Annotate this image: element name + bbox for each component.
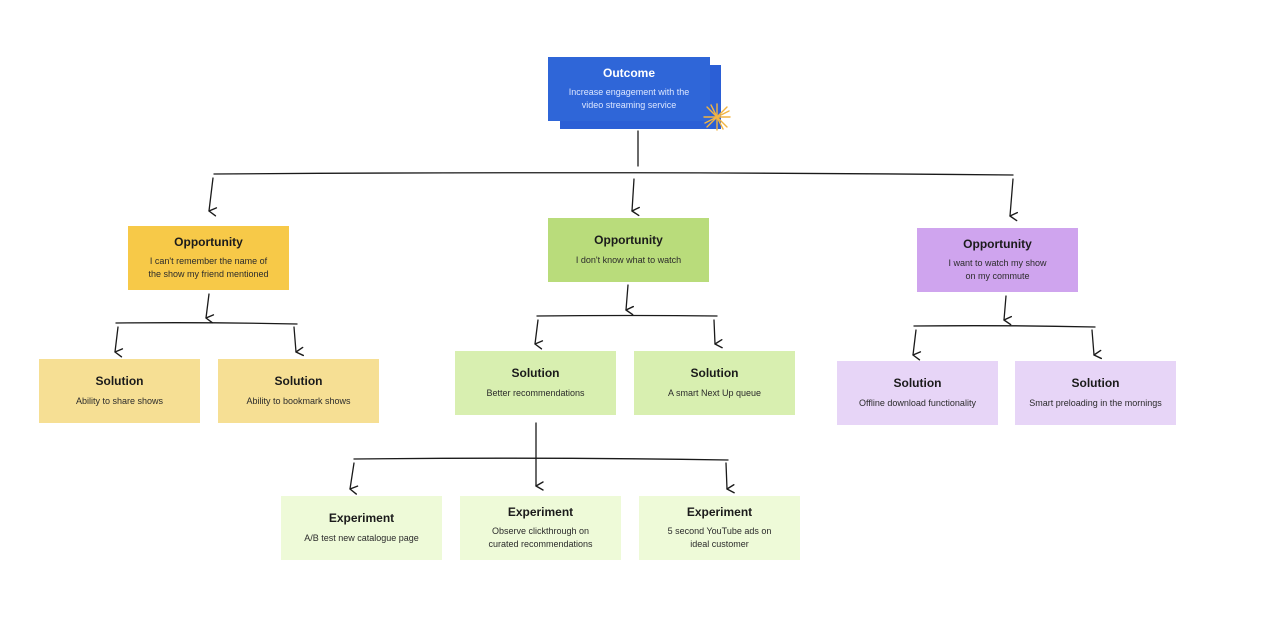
connector-opportunity-1-bar bbox=[115, 322, 298, 325]
arrow-opportunity-1-trunk bbox=[205, 293, 215, 324]
outcome-title: Outcome bbox=[602, 65, 655, 80]
connector-outcome-bar bbox=[213, 172, 1014, 176]
outcome-description: Increase engagement with the video strea… bbox=[569, 86, 690, 112]
experiment-2-description-line-2: curated recommendations bbox=[488, 539, 593, 550]
arrow-to-opportunity-2 bbox=[631, 178, 640, 217]
connector-opportunity-2-bar bbox=[536, 314, 718, 317]
experiment-2-title: Experiment bbox=[507, 504, 574, 519]
solution-1-description: Ability to share shows bbox=[75, 395, 164, 406]
experiment-card-1[interactable]: Experiment A/B test new catalogue page bbox=[281, 496, 442, 560]
opportunity-2-description: I don't know what to watch bbox=[575, 254, 682, 265]
outcome-card[interactable]: Outcome Increase engagement with the vid… bbox=[548, 57, 710, 121]
arrow-to-opportunity-3 bbox=[1009, 178, 1019, 222]
solution-5-title: Solution bbox=[893, 376, 942, 391]
outcome-description-line-2: video streaming service bbox=[581, 100, 677, 111]
solution-card-3[interactable]: Solution Better recommendations bbox=[455, 351, 616, 415]
opportunity-card-2[interactable]: Opportunity I don't know what to watch bbox=[548, 218, 709, 282]
experiment-2-description-line-1: Observe clickthrough on bbox=[491, 526, 590, 537]
arrow-to-opportunity-1 bbox=[208, 177, 218, 217]
solution-1-title: Solution bbox=[95, 374, 144, 389]
experiment-card-3[interactable]: Experiment 5 second YouTube ads on ideal… bbox=[639, 496, 800, 560]
solution-4-description: A smart Next Up queue bbox=[667, 387, 762, 398]
opportunity-3-title: Opportunity bbox=[963, 236, 1032, 251]
arrow-to-solution-5 bbox=[912, 329, 922, 361]
opportunity-3-description-line-1: I want to watch my show bbox=[948, 258, 1047, 269]
solution-card-5[interactable]: Solution Offline download functionality bbox=[837, 361, 998, 425]
arrow-to-solution-4 bbox=[713, 319, 723, 349]
solution-5-description: Offline download functionality bbox=[859, 397, 976, 408]
arrow-opportunity-2-trunk bbox=[625, 284, 634, 316]
outcome-description-line-1: Increase engagement with the bbox=[568, 87, 690, 98]
experiment-3-title: Experiment bbox=[686, 504, 753, 519]
experiment-1-title: Experiment bbox=[328, 511, 395, 526]
solution-3-description: Better recommendations bbox=[486, 387, 585, 398]
solution-6-title: Solution bbox=[1071, 376, 1120, 391]
arrow-opportunity-3-trunk bbox=[1003, 295, 1013, 326]
arrow-to-solution-3 bbox=[534, 319, 544, 350]
connector-opportunity-3-bar bbox=[913, 325, 1096, 328]
opportunity-card-3[interactable]: Opportunity I want to watch my show on m… bbox=[917, 228, 1078, 292]
experiment-2-description: Observe clickthrough on curated recommen… bbox=[488, 525, 592, 551]
experiment-3-description-line-2: ideal customer bbox=[690, 539, 749, 550]
solution-card-6[interactable]: Solution Smart preloading in the morning… bbox=[1015, 361, 1176, 425]
experiment-1-description: A/B test new catalogue page bbox=[304, 532, 419, 543]
solution-6-description: Smart preloading in the mornings bbox=[1029, 397, 1162, 408]
arrow-to-solution-1 bbox=[114, 326, 124, 358]
arrow-to-solution-2 bbox=[293, 326, 304, 357]
opportunity-1-description-line-1: I can't remember the name of bbox=[149, 256, 268, 267]
experiment-card-2[interactable]: Experiment Observe clickthrough on curat… bbox=[460, 496, 621, 560]
opportunity-1-title: Opportunity bbox=[174, 234, 243, 249]
opportunity-3-description-line-2: on my commute bbox=[965, 271, 1030, 282]
arrow-to-experiment-1 bbox=[349, 462, 359, 495]
experiment-3-description: 5 second YouTube ads on ideal customer bbox=[668, 525, 772, 551]
solution-3-title: Solution bbox=[511, 366, 560, 381]
opportunity-3-description: I want to watch my show on my commute bbox=[948, 257, 1046, 283]
arrow-to-experiment-3 bbox=[725, 462, 735, 494]
solution-card-1[interactable]: Solution Ability to share shows bbox=[39, 359, 200, 423]
opportunity-1-description: I can't remember the name of the show my… bbox=[148, 255, 268, 281]
experiment-3-description-line-1: 5 second YouTube ads on bbox=[667, 526, 772, 537]
arrow-to-solution-6 bbox=[1091, 329, 1102, 360]
opportunity-card-1[interactable]: Opportunity I can't remember the name of… bbox=[128, 226, 289, 290]
solution-card-4[interactable]: Solution A smart Next Up queue bbox=[634, 351, 795, 415]
solution-card-2[interactable]: Solution Ability to bookmark shows bbox=[218, 359, 379, 423]
opportunity-2-title: Opportunity bbox=[594, 233, 663, 248]
solution-2-title: Solution bbox=[274, 374, 323, 389]
opportunity-1-description-line-2: the show my friend mentioned bbox=[148, 269, 269, 280]
spark-icon bbox=[703, 103, 731, 131]
solution-2-description: Ability to bookmark shows bbox=[246, 395, 351, 406]
connector-solution-3-bar bbox=[353, 457, 729, 461]
solution-4-title: Solution bbox=[690, 366, 739, 381]
